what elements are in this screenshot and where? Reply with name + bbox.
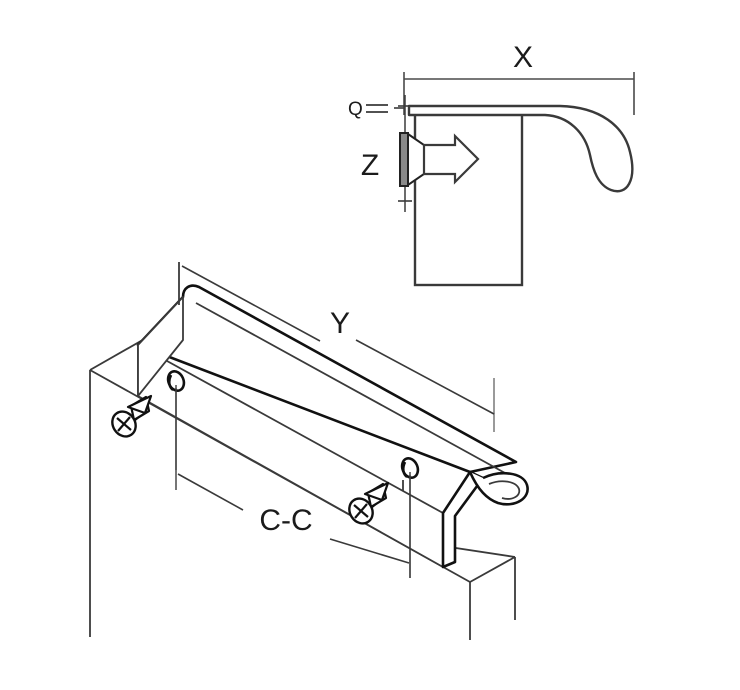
cc-dimension-line-right-segment — [329, 538, 410, 564]
bracket-lip-scoop-inner — [488, 480, 521, 500]
cc-dimension-label: C-C — [259, 504, 312, 537]
spout-outline — [407, 104, 634, 193]
x-dimension-group: X — [403, 41, 635, 115]
bracket-body — [136, 284, 518, 568]
bracket-lip — [441, 470, 529, 569]
flange-taper — [407, 132, 425, 187]
section-arrow — [422, 133, 480, 185]
y-dimension-label: Y — [330, 307, 350, 340]
screw-right — [348, 481, 390, 525]
wall-panel — [413, 110, 524, 287]
bracket-crease-line — [195, 302, 506, 474]
wall-right-top-edge — [469, 556, 516, 583]
cc-dimension-group: C-C — [175, 385, 411, 578]
mounting-hole-left-inner — [167, 374, 174, 392]
side-elevation-view: X Q Z — [348, 41, 635, 287]
bracket-top-face — [136, 284, 518, 474]
q-marker-label: Q — [348, 99, 363, 120]
z-dimension-label: Z — [361, 149, 379, 182]
screw-left — [111, 394, 153, 438]
screw-right-arrowhead — [363, 481, 390, 502]
screw-left-slot-b — [117, 416, 131, 432]
cc-dimension-line-left-segment — [177, 473, 244, 511]
isometric-view: Y C-C — [89, 262, 529, 640]
y-dimension-group: Y — [178, 262, 495, 432]
mounting-hole-right-inner — [401, 461, 408, 479]
flange-plate — [399, 132, 409, 187]
y-dimension-line-left-segment — [181, 265, 321, 342]
section-arrow-shape — [422, 133, 480, 185]
bracket-left-end — [137, 296, 184, 397]
screw-left-arrowhead — [126, 394, 153, 415]
x-dimension-label: X — [513, 41, 533, 74]
screw-right-slot-b — [354, 503, 368, 519]
spout-curve — [407, 104, 634, 193]
q-marker-group: Q — [348, 99, 404, 120]
escutcheon-flange — [399, 132, 425, 187]
y-dimension-line-right-segment — [355, 339, 495, 415]
bracket-lip-scoop — [468, 471, 529, 506]
